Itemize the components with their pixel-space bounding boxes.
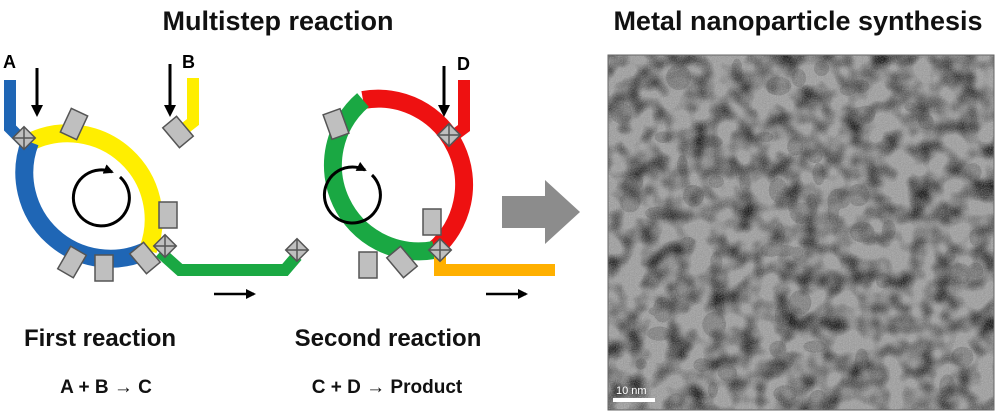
multistep-title: Multistep reaction — [162, 6, 393, 36]
scale-bar-label: 10 nm — [616, 385, 647, 397]
valve-icon — [358, 251, 378, 279]
process-arrow-icon — [502, 180, 580, 244]
second-reaction-label: Second reaction — [295, 325, 482, 352]
tem-micrograph — [608, 55, 994, 410]
valve-icon — [11, 125, 37, 151]
valve-icon — [284, 237, 310, 263]
valve-icon — [56, 245, 88, 279]
outlet-channel — [434, 254, 555, 276]
inlet-label-a: A — [3, 52, 16, 72]
scale-bar: 10 nm — [613, 385, 655, 402]
rotation-arrow-icon — [322, 161, 382, 225]
ring-red-segment — [361, 89, 474, 257]
rotation-arrow-icon — [71, 164, 131, 228]
second-reaction-equation: C + D → Product — [312, 377, 463, 398]
first-reaction-label: First reaction — [24, 325, 176, 352]
valve-icon — [128, 241, 162, 275]
valve-group — [11, 107, 462, 282]
ring-blue-segment — [15, 138, 152, 268]
synthesis-title: Metal nanoparticle synthesis — [613, 6, 982, 36]
connector-channel — [155, 247, 302, 276]
first-reaction-equation: A + B → C — [60, 377, 152, 398]
valve-icon — [427, 237, 453, 263]
valve-icon — [422, 208, 442, 236]
ring-yellow-segment — [26, 124, 163, 254]
ring-green-segment — [323, 93, 436, 261]
valve-icon — [158, 201, 178, 229]
valve-icon — [94, 254, 114, 282]
valve-icon — [436, 122, 462, 148]
valve-icon — [59, 107, 89, 141]
inlet-label-d: D — [457, 54, 470, 74]
valve-icon — [161, 115, 195, 149]
valve-icon — [385, 245, 419, 279]
valve-icon — [152, 233, 178, 259]
inlet-label-b: B — [182, 52, 195, 72]
valve-icon — [322, 107, 350, 141]
